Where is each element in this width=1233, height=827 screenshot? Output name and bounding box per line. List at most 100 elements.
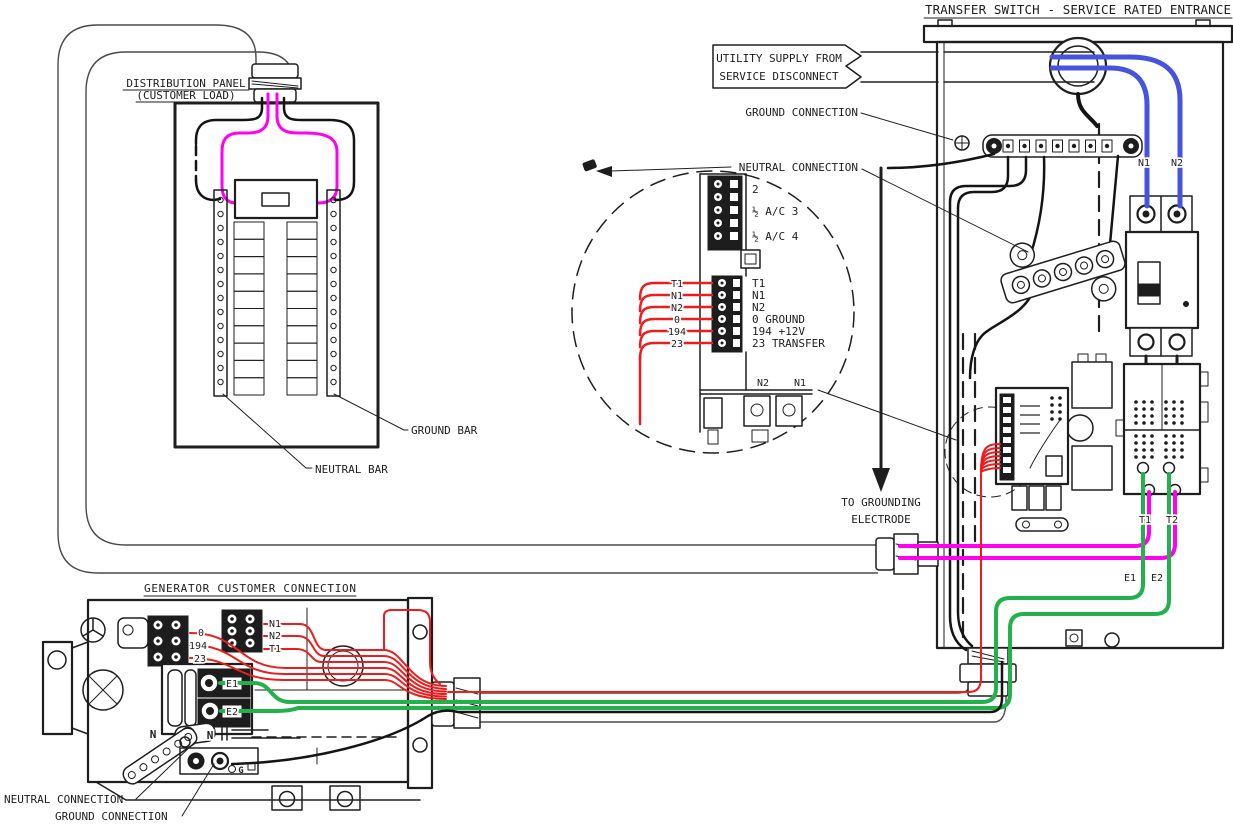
detail-terminal-name: 0 GROUND — [752, 313, 805, 326]
wire-n1-blue — [1049, 65, 1150, 209]
generator-title: GENERATOR CUSTOMER CONNECTION — [144, 582, 356, 595]
neutral-bar-lug — [1095, 249, 1115, 269]
bar-hole — [330, 378, 337, 386]
neutral-bar-lug — [1032, 269, 1052, 288]
wire-tag-t1: T1 — [1139, 515, 1151, 526]
detail-terminal-name: 23 TRANSFER — [752, 337, 825, 350]
contactor-point — [1142, 455, 1146, 459]
contactor-point — [1142, 441, 1146, 445]
contactor-point — [1142, 400, 1146, 404]
breaker-row — [286, 290, 318, 310]
bar-hole — [217, 336, 224, 344]
contactor-point — [1134, 455, 1138, 459]
contactor-point — [1180, 414, 1184, 418]
detail-n2-label: N2 — [757, 378, 769, 389]
controller-terminal — [1003, 437, 1011, 443]
breaker-row — [233, 256, 265, 275]
neutral-bar-lug — [1074, 256, 1094, 275]
breaker-row — [286, 308, 318, 327]
neutral-bar-lug — [1011, 275, 1031, 295]
bar-hole — [217, 280, 224, 288]
detail-terminal-name: N1 — [752, 289, 765, 302]
gen-neutral-connection-label: NEUTRAL CONNECTION — [4, 793, 123, 806]
contactor-point — [1142, 448, 1146, 452]
contactor-point — [1180, 421, 1184, 425]
switch-contactor — [1115, 362, 1209, 497]
contactor-point — [1164, 434, 1168, 438]
detail-red-wire — [638, 281, 714, 301]
panel-neutral-bar — [213, 189, 228, 397]
detail-red-wire — [638, 293, 714, 313]
controller-terminal — [1003, 397, 1011, 403]
contactor-point — [1164, 407, 1168, 411]
switch-bottom-fitting — [959, 647, 1017, 697]
controller-terminal — [1003, 447, 1011, 453]
terminal-detail-circle: 2 ½ A/C 3 ½ A/C 4 T1 N1 N2 0 194 23 T1 N… — [571, 170, 957, 454]
utility-supply-line2: SERVICE DISCONNECT — [719, 70, 839, 83]
contactor-point — [1134, 414, 1138, 418]
bar-hole — [330, 350, 337, 358]
detail-leader — [817, 389, 957, 441]
wire-control-red — [447, 471, 982, 693]
breaker-row — [233, 342, 265, 361]
bar-hole — [330, 252, 337, 260]
contactor-point — [1172, 407, 1176, 411]
contactor-point — [1164, 421, 1168, 425]
panel-branch-breakers — [233, 221, 318, 396]
detail-terminal-name: T1 — [752, 277, 765, 290]
contactor-point — [1150, 407, 1154, 411]
contactor-point — [1150, 434, 1154, 438]
bar-hole — [330, 210, 337, 218]
generator-knockout-left — [82, 669, 124, 711]
switch-neutral-bar — [1000, 240, 1126, 304]
wire-tag-n2: N2 — [1171, 158, 1183, 169]
gen-ground-g: G — [238, 766, 243, 776]
detail-red-wire — [638, 305, 714, 325]
contactor-point — [1142, 414, 1146, 418]
breaker-row — [233, 377, 265, 396]
bar-hole — [330, 294, 337, 302]
bar-hole — [217, 266, 224, 274]
ground-bar-terminal — [1002, 139, 1014, 153]
detail-wire-tag: T1 — [671, 279, 683, 290]
bar-hole — [330, 336, 337, 344]
utility-supply-line1: UTILITY SUPPLY FROM — [716, 52, 842, 65]
gen-tag-23: 23 — [194, 654, 206, 665]
panel-bar-holes — [217, 196, 337, 386]
transfer-switch: TRANSFER SWITCH - SERVICE RATED ENTRANCE — [872, 2, 1233, 697]
neutral-bar-lug — [1053, 262, 1073, 282]
switch-main-breaker — [1124, 195, 1200, 366]
gen-tag-n2: N2 — [269, 631, 281, 642]
breaker-row — [286, 377, 318, 396]
controller-terminal — [1003, 407, 1011, 413]
switch-controller — [944, 386, 1070, 532]
contactor-point — [1172, 441, 1176, 445]
detail-wire-tag: N2 — [671, 303, 683, 314]
bar-hole — [330, 322, 337, 330]
distribution-panel: DISTRIBUTION PANEL (CUSTOMER LOAD) — [122, 63, 478, 476]
contactor-point — [1180, 434, 1184, 438]
contactor-point — [1172, 400, 1176, 404]
switch-ground-bar — [982, 134, 1143, 158]
wire-t2-magenta — [898, 490, 1177, 560]
ground-bar-terminal — [1052, 139, 1063, 153]
breaker-row — [286, 238, 318, 258]
bar-hole — [330, 196, 337, 204]
wire-tag-e1: E1 — [1124, 573, 1136, 584]
breaker-row — [233, 325, 265, 344]
contactor-point — [1134, 407, 1138, 411]
bar-hole — [217, 224, 224, 232]
wire-tag-t2: T2 — [1166, 515, 1178, 526]
wire-e1-green — [218, 472, 1145, 704]
contactor-point — [1164, 414, 1168, 418]
grounding-electrode-line1: TO GROUNDING — [841, 496, 920, 509]
breaker-row — [286, 342, 318, 361]
switch-left-fitting — [875, 533, 939, 575]
contactor-point — [1150, 455, 1154, 459]
breaker-row — [233, 359, 265, 379]
contactor-point — [1134, 434, 1138, 438]
panel-cabinet — [173, 101, 380, 449]
gen-tag-n1: N1 — [269, 619, 281, 630]
panel-main-breaker — [233, 178, 319, 220]
